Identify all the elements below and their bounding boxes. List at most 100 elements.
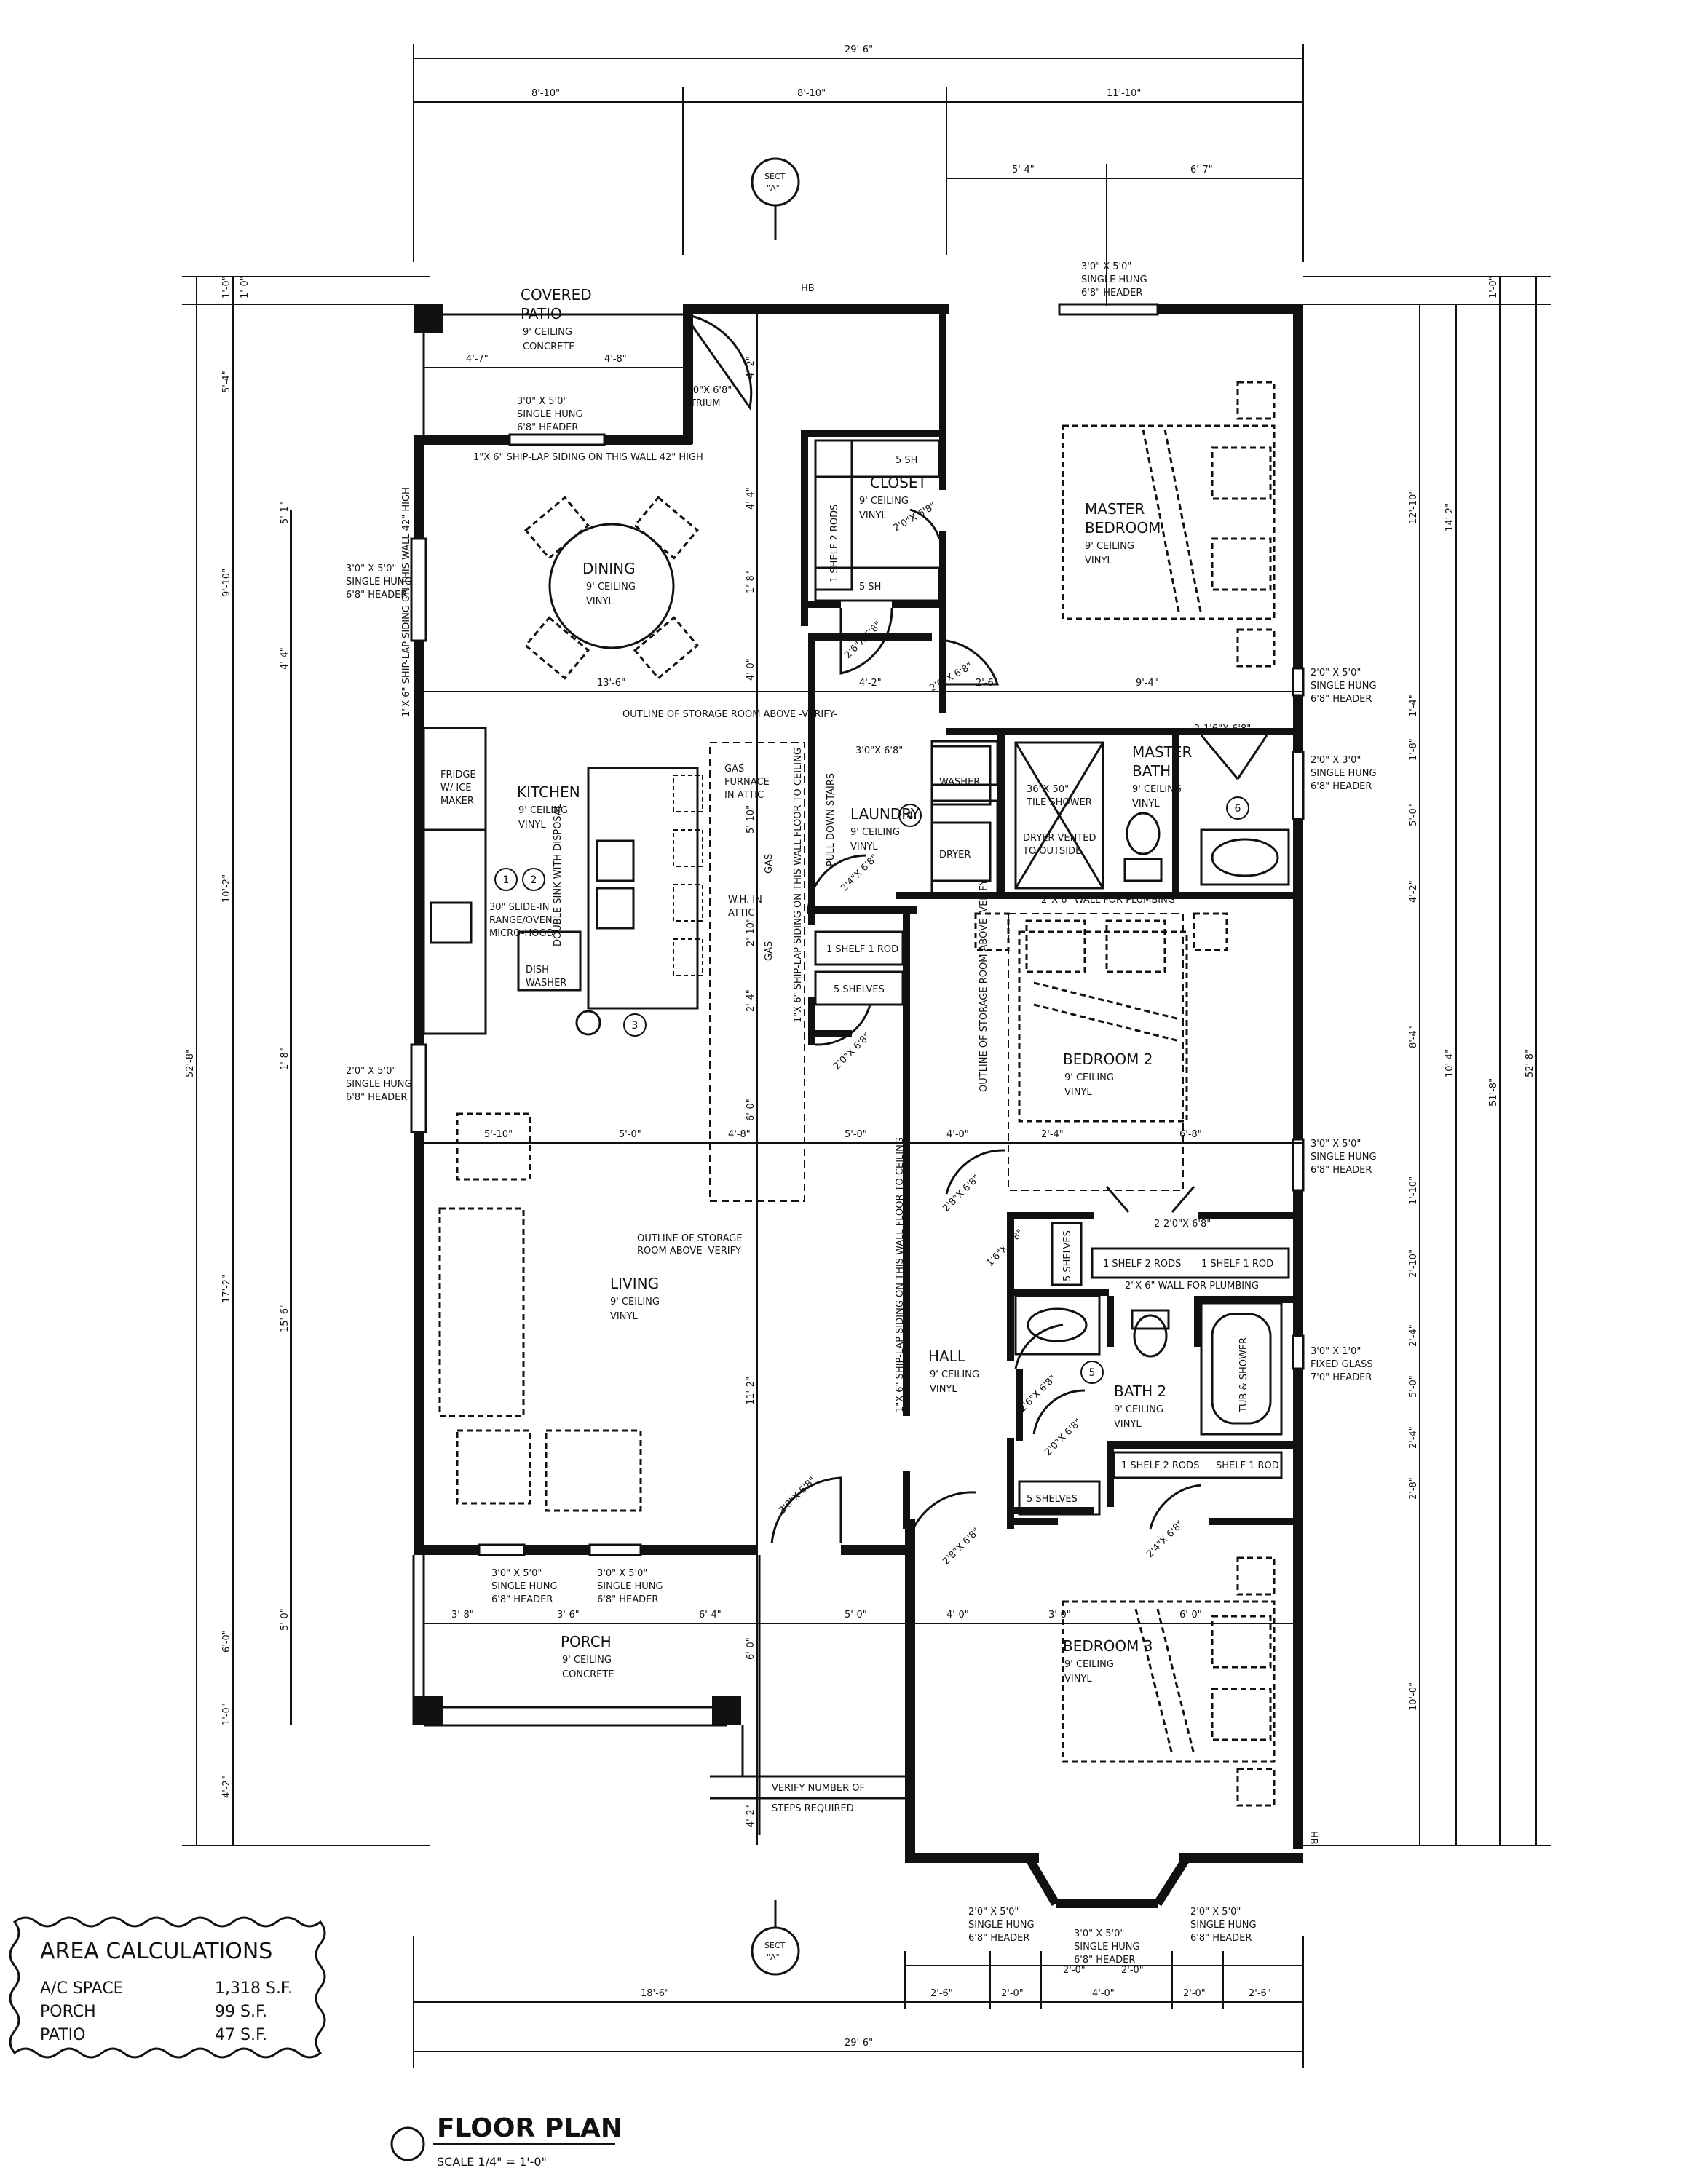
master-bedroom-ceiling: 9' CEILING xyxy=(1085,541,1134,552)
master-bedroom-line1: MASTER xyxy=(1085,500,1145,518)
shelf-laundry-5: 5 SHELVES xyxy=(834,984,885,995)
note-hb-right: HB xyxy=(1308,1831,1319,1845)
dim-int-p: 6'-4" xyxy=(699,1610,722,1621)
bath2-floor: VINYL xyxy=(1114,1419,1142,1430)
dim-left-c: 5'-4" xyxy=(221,371,232,393)
window-bedroom2-1: 3'0" X 5'0" xyxy=(1311,1139,1361,1150)
porch-floor: CONCRETE xyxy=(562,1669,614,1680)
dimension-ticks xyxy=(182,44,1551,2068)
area-row-1-label: A/C SPACE xyxy=(40,1979,124,1998)
windows xyxy=(410,303,1305,1556)
dim-right-a: 51'-8" xyxy=(1488,1078,1499,1107)
note-dryer-vent-2: TO OUTSIDE xyxy=(1022,846,1081,857)
dim-right-f: 1'-8" xyxy=(1408,738,1419,761)
note-fridge-3: MAKER xyxy=(440,796,474,807)
dim-int-n: 3'-8" xyxy=(451,1610,474,1621)
note-fridge-2: W/ ICE xyxy=(440,783,472,794)
dim-right-l: 2'-10" xyxy=(1408,1249,1419,1278)
note-tile-shower-2: TILE SHOWER xyxy=(1026,797,1092,808)
dim-right-e: 1'-4" xyxy=(1408,695,1419,717)
note-washer: WASHER xyxy=(939,777,980,788)
kitchen-ceiling: 9' CEILING xyxy=(518,805,568,816)
posts xyxy=(414,304,741,1725)
dim-int-m: 6'-8" xyxy=(1179,1129,1202,1140)
dining-floor: VINYL xyxy=(586,596,614,607)
dim-bottom-e: 2'-0" xyxy=(1183,1988,1206,1999)
dim-bottom-d: 4'-0" xyxy=(1092,1988,1115,1999)
laundry-label: LAUNDRY xyxy=(850,805,920,823)
dim-left-j: 5'-1" xyxy=(280,502,290,524)
window-master-top-2: SINGLE HUNG xyxy=(1081,274,1147,285)
bath2-label: BATH 2 xyxy=(1114,1382,1166,1400)
dim-right-j: 10'-4" xyxy=(1444,1049,1455,1077)
dim-right-g: 5'-0" xyxy=(1408,804,1419,826)
living-ceiling: 9' CEILING xyxy=(610,1297,660,1307)
tag-1: 1 xyxy=(503,874,510,886)
note-gas-furnace-1: GAS xyxy=(724,764,744,775)
window-kitchen-3: 6'8" HEADER xyxy=(346,1092,407,1103)
window-bath2-2: FIXED GLASS xyxy=(1311,1359,1373,1370)
dim-int-l: 2'-4" xyxy=(1041,1129,1064,1140)
exterior-walls xyxy=(414,304,1303,1863)
covered-patio-line2: PATIO xyxy=(521,305,562,323)
note-tile-shower-1: 36"X 50" xyxy=(1027,784,1069,795)
note-shiplap-hall: 1"X 6" SHIP-LAP SIDING ON THIS WALL FLOO… xyxy=(895,1137,906,1412)
door-atrium-1: 5'0"X 6'8" xyxy=(684,385,732,396)
dim-right-d: 14'-2" xyxy=(1444,503,1455,531)
dim-right-o: 2'-4" xyxy=(1408,1426,1419,1449)
kitchen-floor: VINYL xyxy=(518,820,546,831)
dim-right-b: 1'-0" xyxy=(1488,276,1499,298)
window-bay-right-3: 6'8" HEADER xyxy=(1190,1933,1252,1944)
bedroom3-bed xyxy=(1062,1556,1276,1807)
dim-int-a: 4'-7" xyxy=(466,354,489,365)
section-bottom-sect: SECT xyxy=(764,1941,786,1950)
dim-int-b: 4'-8" xyxy=(604,354,627,365)
area-row-3-label: PATIO xyxy=(40,2026,85,2044)
note-storage-top: OUTLINE OF STORAGE ROOM ABOVE -VERIFY- xyxy=(622,709,837,720)
dim-overall-top: 29'-6" xyxy=(845,44,873,55)
dim-int-h: 5'-0" xyxy=(619,1129,641,1140)
dim-top-c: 11'-10" xyxy=(1107,88,1141,99)
tag-5: 5 xyxy=(1089,1367,1096,1379)
hall-ceiling: 9' CEILING xyxy=(930,1369,979,1380)
closet-ceiling: 9' CEILING xyxy=(859,496,909,507)
window-patio-3: 6'8" HEADER xyxy=(517,422,578,433)
note-verify-steps-2: STEPS REQUIRED xyxy=(772,1803,854,1814)
door-hall-b: 1'6"X 6'8" xyxy=(984,1227,1026,1269)
closet-outlines xyxy=(814,439,1290,1516)
door-bed3-a: 2'8"X 6'8" xyxy=(941,1526,982,1567)
dim-right-overall: 52'-8" xyxy=(1525,1049,1535,1077)
porch-label: PORCH xyxy=(561,1633,612,1650)
dining-table xyxy=(524,496,699,680)
note-plumbing-1: 2"X 6" WALL FOR PLUMBING xyxy=(1041,895,1175,906)
note-storage-mid-1: OUTLINE OF STORAGE xyxy=(637,1233,743,1244)
dim-bottom-a: 18'-6" xyxy=(641,1988,669,1999)
dim-right-m: 2'-4" xyxy=(1408,1324,1419,1347)
dim-left-f: 17'-2" xyxy=(221,1275,232,1303)
door-hall-closet-pair: 2-2'0"X 6'8" xyxy=(1154,1219,1211,1230)
window-bedroom2-2: SINGLE HUNG xyxy=(1311,1152,1377,1163)
shelf-closet-5sh-bottom: 5 SH xyxy=(859,582,881,593)
dim-vert-k: 4'-2" xyxy=(746,1805,756,1827)
note-dishwasher-2: WASHER xyxy=(526,978,566,989)
hall-label: HALL xyxy=(928,1348,966,1365)
interior-walls xyxy=(801,304,1303,1529)
note-storage-bed2: OUTLINE OF STORAGE ROOM ABOVE -VERIFY- xyxy=(979,877,989,1092)
note-storage-mid-2: ROOM ABOVE -VERIFY- xyxy=(637,1246,743,1257)
window-master-bath-3: 6'8" HEADER xyxy=(1311,781,1372,792)
shelf-closet-rods: 1 SHELF 2 RODS xyxy=(829,505,840,582)
tag-numbers: 1 2 3 4 5 6 xyxy=(503,803,1241,1379)
shelf-laundry-rod: 1 SHELF 1 ROD xyxy=(826,944,898,955)
window-master-right-3: 6'8" HEADER xyxy=(1311,694,1372,705)
shelf-hall-5-v: 5 SHELVES xyxy=(1062,1230,1073,1281)
note-fridge-1: FRIDGE xyxy=(440,769,476,780)
door-bath2: 2'6"X 6'8" xyxy=(1017,1373,1059,1415)
shelf-bath2-5: 5 SHELVES xyxy=(1027,1494,1078,1505)
door-bath2-closet: 2'0"X 6'8" xyxy=(1043,1417,1084,1458)
bedroom2-bed xyxy=(974,912,1228,1123)
master-bath-ceiling: 9' CEILING xyxy=(1132,784,1182,795)
dim-vert-b: 4'-4" xyxy=(746,487,756,510)
dim-left-e: 10'-2" xyxy=(221,874,232,903)
note-gas-b: GAS xyxy=(764,941,775,961)
dim-left-overall: 52'-8" xyxy=(185,1049,196,1077)
